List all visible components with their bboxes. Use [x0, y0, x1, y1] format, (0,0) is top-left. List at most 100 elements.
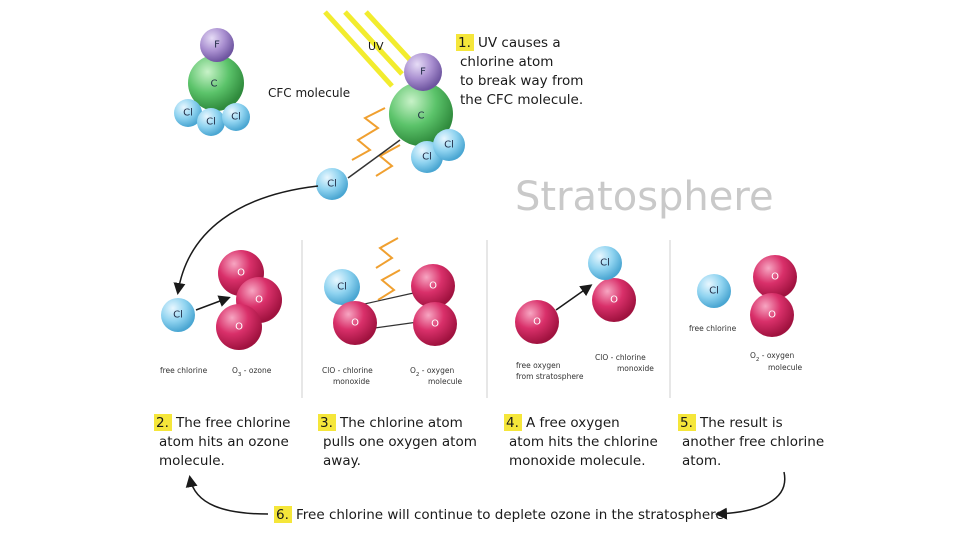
chlorine-atom: [197, 108, 225, 136]
oxygen-atom: [411, 264, 455, 308]
oxygen-label: O: [429, 281, 437, 292]
oxygen-atom: [413, 302, 457, 346]
bond-line: [359, 291, 419, 306]
carbon-atom: [188, 55, 244, 111]
cfc-molecule-label: CFC molecule: [268, 86, 350, 100]
step-number-highlight: [678, 414, 696, 431]
fluorine-label: F: [214, 40, 220, 51]
step-6-caption: 6. Free chlorine will continue to deplet…: [274, 506, 728, 523]
chlorine-label: Cl: [183, 108, 193, 119]
step-text-line: another free chlorine: [682, 434, 824, 450]
carbon-label: C: [211, 79, 218, 90]
carbon-label: C: [418, 111, 425, 122]
step-number-highlight: [456, 34, 474, 51]
loop-arrow-left: [185, 475, 269, 515]
step-text-line: Free chlorine will continue to deplete o…: [296, 507, 728, 523]
cfc-molecule-breaking: C F Cl Cl: [389, 53, 465, 173]
bond-line: [347, 139, 401, 179]
step-text-line: molecule.: [159, 453, 225, 469]
fluorine-atom: [200, 28, 234, 62]
bond-break-zigzag: [377, 269, 401, 301]
panel-2: Cl O O O free chlorine O3 - ozone: [160, 250, 282, 378]
free-oxygen-label: free oxygen: [516, 361, 561, 370]
step-1-caption: 1. UV causes a chlorine atom to break wa…: [456, 34, 583, 108]
clo-label: ClO - chlorine: [322, 366, 373, 375]
oxygen-molecule-label: O2 - oxygen: [750, 351, 794, 363]
oxygen-atom: [592, 278, 636, 322]
chlorine-atom: [324, 269, 360, 305]
clo-label-2: monoxide: [333, 377, 370, 386]
step-number: 5.: [680, 415, 693, 431]
uv-rays: [323, 10, 414, 88]
panel-4: O O Cl free oxygen from stratosphere ClO…: [515, 246, 654, 381]
free-chlorine-atom: [316, 168, 348, 200]
chlorine-label: Cl: [600, 258, 610, 269]
step-number: 1.: [458, 35, 471, 51]
chlorine-atom: [222, 103, 250, 131]
free-chlorine-label: free chlorine: [160, 366, 208, 375]
chlorine-atom: [697, 274, 731, 308]
fluorine-atom: [404, 53, 442, 91]
oxygen-label: O: [610, 295, 618, 306]
oxygen-atom: [750, 293, 794, 337]
step-text-line: to break way from: [460, 73, 583, 89]
step-number: 6.: [276, 507, 289, 523]
oxygen-molecule-label-2: molecule: [428, 377, 463, 386]
free-oxygen-atom: [515, 300, 559, 344]
oxygen-atom: [753, 255, 797, 299]
bond-break-zigzag: [375, 144, 401, 177]
oxygen-label: O: [533, 317, 541, 328]
oxygen-atom: [333, 301, 377, 345]
oxygen-molecule-label-2: molecule: [768, 363, 803, 372]
oxygen-molecule-label: O2 - oxygen: [410, 366, 454, 378]
stratosphere-watermark: Stratosphere: [515, 174, 774, 220]
step-5-caption: 5. The result is another free chlorine a…: [678, 414, 824, 469]
step-2-caption: 2. The free chlorine atom hits an ozone …: [154, 414, 290, 469]
clo-label-2: monoxide: [617, 364, 654, 373]
step-3-caption: 3. The chlorine atom pulls one oxygen at…: [318, 414, 477, 469]
chlorine-label: Cl: [206, 117, 216, 128]
oxygen-label: O: [351, 318, 359, 329]
step-number: 3.: [320, 415, 333, 431]
chlorine-label: Cl: [337, 282, 347, 293]
step-number-highlight: [504, 414, 522, 431]
chlorine-label: Cl: [231, 112, 241, 123]
oxygen-label: O: [771, 272, 779, 283]
ozone-label: O3 - ozone: [232, 366, 272, 378]
step-text-line: The result is: [699, 415, 783, 431]
fluorine-label: F: [420, 67, 426, 78]
cfc-molecule-static: C F Cl Cl Cl: [174, 28, 250, 136]
step-text-line: the CFC molecule.: [460, 92, 583, 108]
oxygen-label: O: [431, 319, 439, 330]
bond-break-zigzag: [375, 237, 399, 269]
arrow: [195, 295, 231, 311]
chlorine-atom: [161, 298, 195, 332]
step-number-highlight: [318, 414, 336, 431]
step-number-highlight: [274, 506, 292, 523]
step-text-line: The free chlorine: [175, 415, 290, 431]
step-text-line: away.: [323, 453, 361, 469]
panel-3: Cl O O O ClO - chlorine monoxide O2 - ox…: [322, 237, 463, 386]
step-text-line: pulls one oxygen atom: [323, 434, 477, 450]
curved-arrow: [173, 185, 319, 295]
panel-5: Cl O O free chlorine O2 - oxygen molecul…: [689, 255, 803, 372]
step-text-line: monoxide molecule.: [509, 453, 646, 469]
oxygen-label: O: [768, 310, 776, 321]
uv-label: UV: [368, 40, 384, 53]
carbon-atom: [389, 82, 453, 146]
chlorine-label: Cl: [709, 286, 719, 297]
step-text-line: UV causes a: [478, 35, 561, 51]
step-text-line: A free oxygen: [526, 415, 620, 431]
arrow: [555, 284, 593, 311]
step-number-highlight: [154, 414, 172, 431]
chlorine-atom: [433, 129, 465, 161]
clo-label: ClO - chlorine: [595, 353, 646, 362]
loop-arrow-right: [715, 471, 786, 520]
step-number: 2.: [156, 415, 169, 431]
chlorine-label: Cl: [327, 179, 337, 190]
oxygen-label: O: [255, 295, 263, 306]
chlorine-atom: [588, 246, 622, 280]
chlorine-label: Cl: [422, 152, 432, 163]
chlorine-label: Cl: [173, 310, 183, 321]
